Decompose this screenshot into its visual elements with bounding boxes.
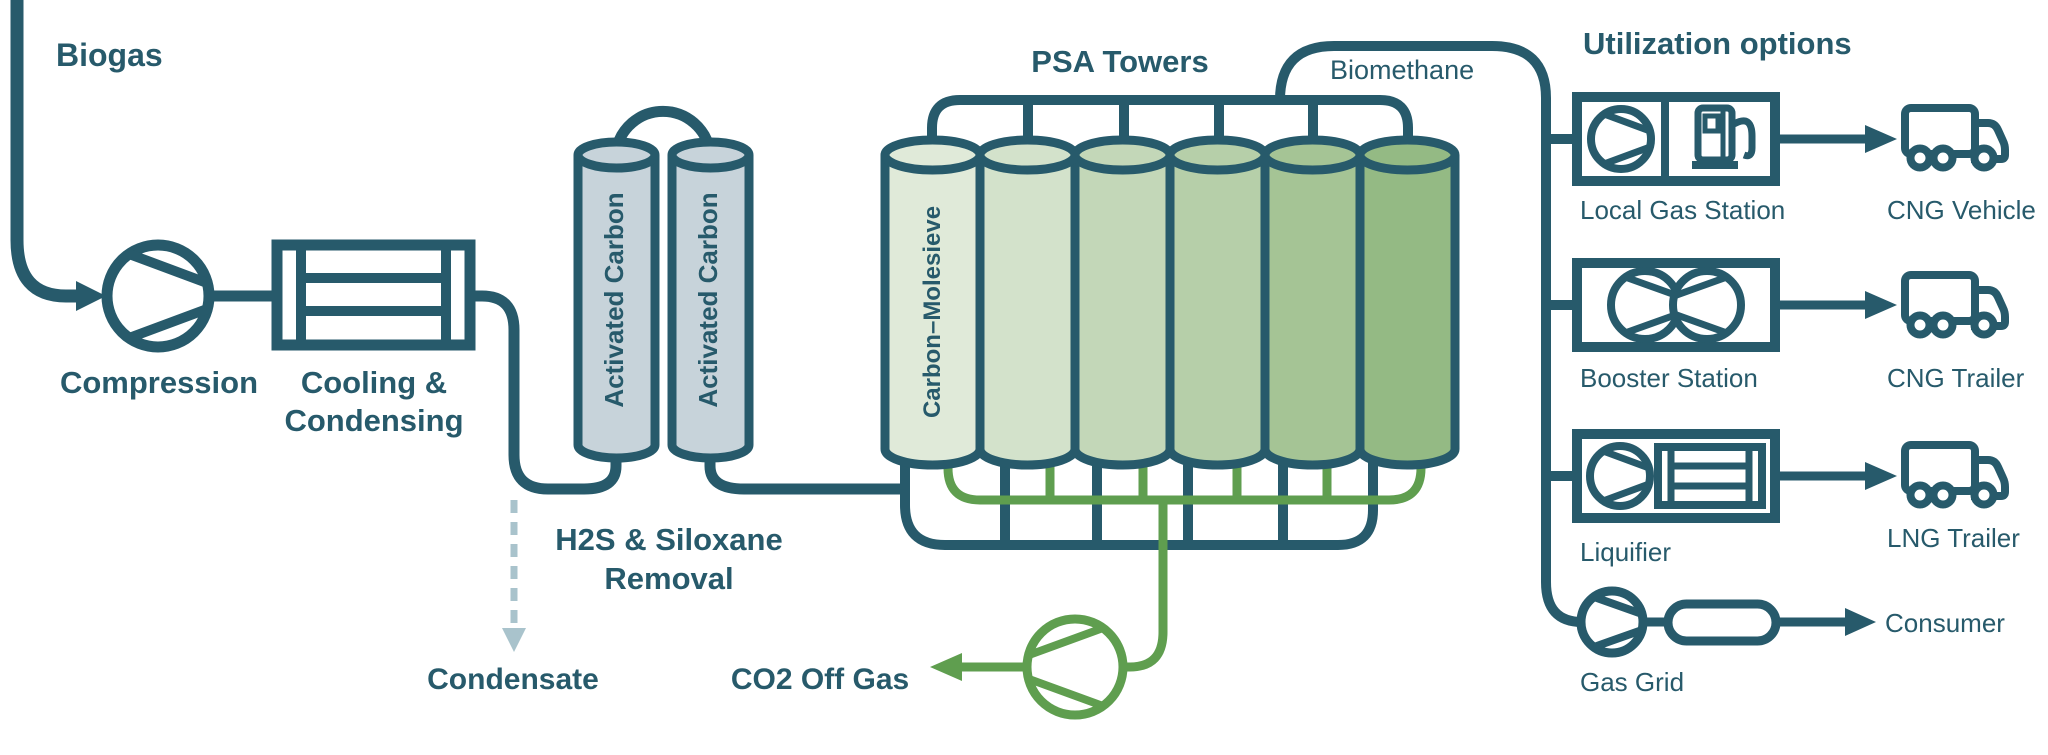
cng-vehicle-label: CNG Vehicle bbox=[1887, 195, 2036, 225]
activated-carbon-column-1 bbox=[573, 137, 660, 463]
co2-off-gas-label: CO2 Off Gas bbox=[731, 663, 909, 696]
biomethane-pipe bbox=[1275, 41, 1551, 112]
biomethane-label: Biomethane bbox=[1330, 55, 1474, 85]
local-gas-station-box bbox=[1572, 92, 1780, 186]
h2s-removal-label-line2: Removal bbox=[604, 561, 733, 596]
booster-compressor-right-icon bbox=[1669, 267, 1745, 343]
consumer-label: Consumer bbox=[1885, 608, 2005, 638]
gas-grid-group bbox=[1576, 586, 1781, 658]
liquifier-box bbox=[1572, 429, 1780, 523]
psa-towers bbox=[880, 135, 1460, 470]
carbon-columns-connector-pipe bbox=[610, 105, 716, 153]
cng-vehicle-truck-icon bbox=[1901, 104, 2009, 172]
arrow-head-row1 bbox=[1865, 125, 1897, 153]
co2-compressor-icon bbox=[1022, 614, 1128, 720]
co2-offgas-manifold bbox=[943, 450, 1426, 672]
booster-station-box bbox=[1572, 258, 1780, 352]
gas-grid-compressor-icon bbox=[1576, 586, 1648, 658]
psa-tower-5 bbox=[1260, 135, 1365, 470]
h2s-removal-label-line1: H2S & Siloxane bbox=[555, 522, 782, 557]
psa-towers-label: PSA Towers bbox=[1031, 44, 1208, 79]
cooling-label-line1: Cooling & bbox=[301, 365, 447, 400]
liquifier-label: Liquifier bbox=[1580, 537, 1671, 567]
pipe-cooler-to-carbon bbox=[468, 290, 622, 495]
compression-compressor-icon bbox=[101, 239, 215, 353]
pipe-carbon-to-psa bbox=[704, 446, 910, 495]
arrow-head-row3 bbox=[1865, 462, 1897, 490]
lng-trailer-label: LNG Trailer bbox=[1887, 523, 2020, 553]
booster-station-label: Booster Station bbox=[1580, 363, 1758, 393]
psa-tower-4 bbox=[1165, 135, 1270, 470]
co2-arrow-icon bbox=[930, 653, 962, 681]
cng-trailer-truck-icon bbox=[1901, 271, 2009, 339]
activated-carbon-label-1: Activated Carbon bbox=[599, 192, 629, 407]
station-compressor-icon bbox=[1587, 105, 1655, 173]
local-gas-station-label: Local Gas Station bbox=[1580, 195, 1785, 225]
biogas-inlet-pipe bbox=[10, 0, 78, 303]
cng-trailer-label: CNG Trailer bbox=[1887, 363, 2025, 393]
booster-compressor-left-icon bbox=[1607, 267, 1683, 343]
utilization-trunk-pipe bbox=[1541, 106, 1583, 627]
activated-carbon-columns bbox=[573, 137, 754, 463]
psa-top-manifold bbox=[927, 95, 1413, 140]
fuel-dispenser-icon bbox=[1692, 104, 1756, 169]
activated-carbon-label-2: Activated Carbon bbox=[693, 192, 723, 407]
liquifier-exchanger-icon bbox=[1654, 443, 1766, 509]
psa-tower-6 bbox=[1355, 135, 1460, 470]
gas-grid-vessel-icon bbox=[1663, 599, 1781, 646]
condensate-arrow bbox=[502, 500, 526, 652]
psa-tower-3 bbox=[1070, 135, 1175, 470]
psa-tower-2 bbox=[975, 135, 1080, 470]
biogas-arrow-icon bbox=[76, 281, 106, 311]
lng-trailer-truck-icon bbox=[1901, 441, 2009, 509]
compression-label: Compression bbox=[60, 365, 258, 400]
liquifier-compressor-icon bbox=[1586, 442, 1654, 510]
psa-tower-1 bbox=[880, 135, 985, 470]
gas-grid-label: Gas Grid bbox=[1580, 667, 1684, 697]
activated-carbon-column-2 bbox=[667, 137, 754, 463]
utilization-options-title: Utilization options bbox=[1583, 26, 1852, 61]
carbon-molesieve-label: Carbon–Molesieve bbox=[919, 206, 946, 418]
heat-exchanger-icon bbox=[271, 239, 476, 351]
cooling-label-line2: Condensing bbox=[284, 403, 463, 438]
arrow-head-row4 bbox=[1845, 608, 1876, 636]
condensate-label: Condensate bbox=[427, 663, 599, 696]
arrow-head-row2 bbox=[1865, 291, 1897, 319]
biogas-label: Biogas bbox=[56, 37, 163, 73]
